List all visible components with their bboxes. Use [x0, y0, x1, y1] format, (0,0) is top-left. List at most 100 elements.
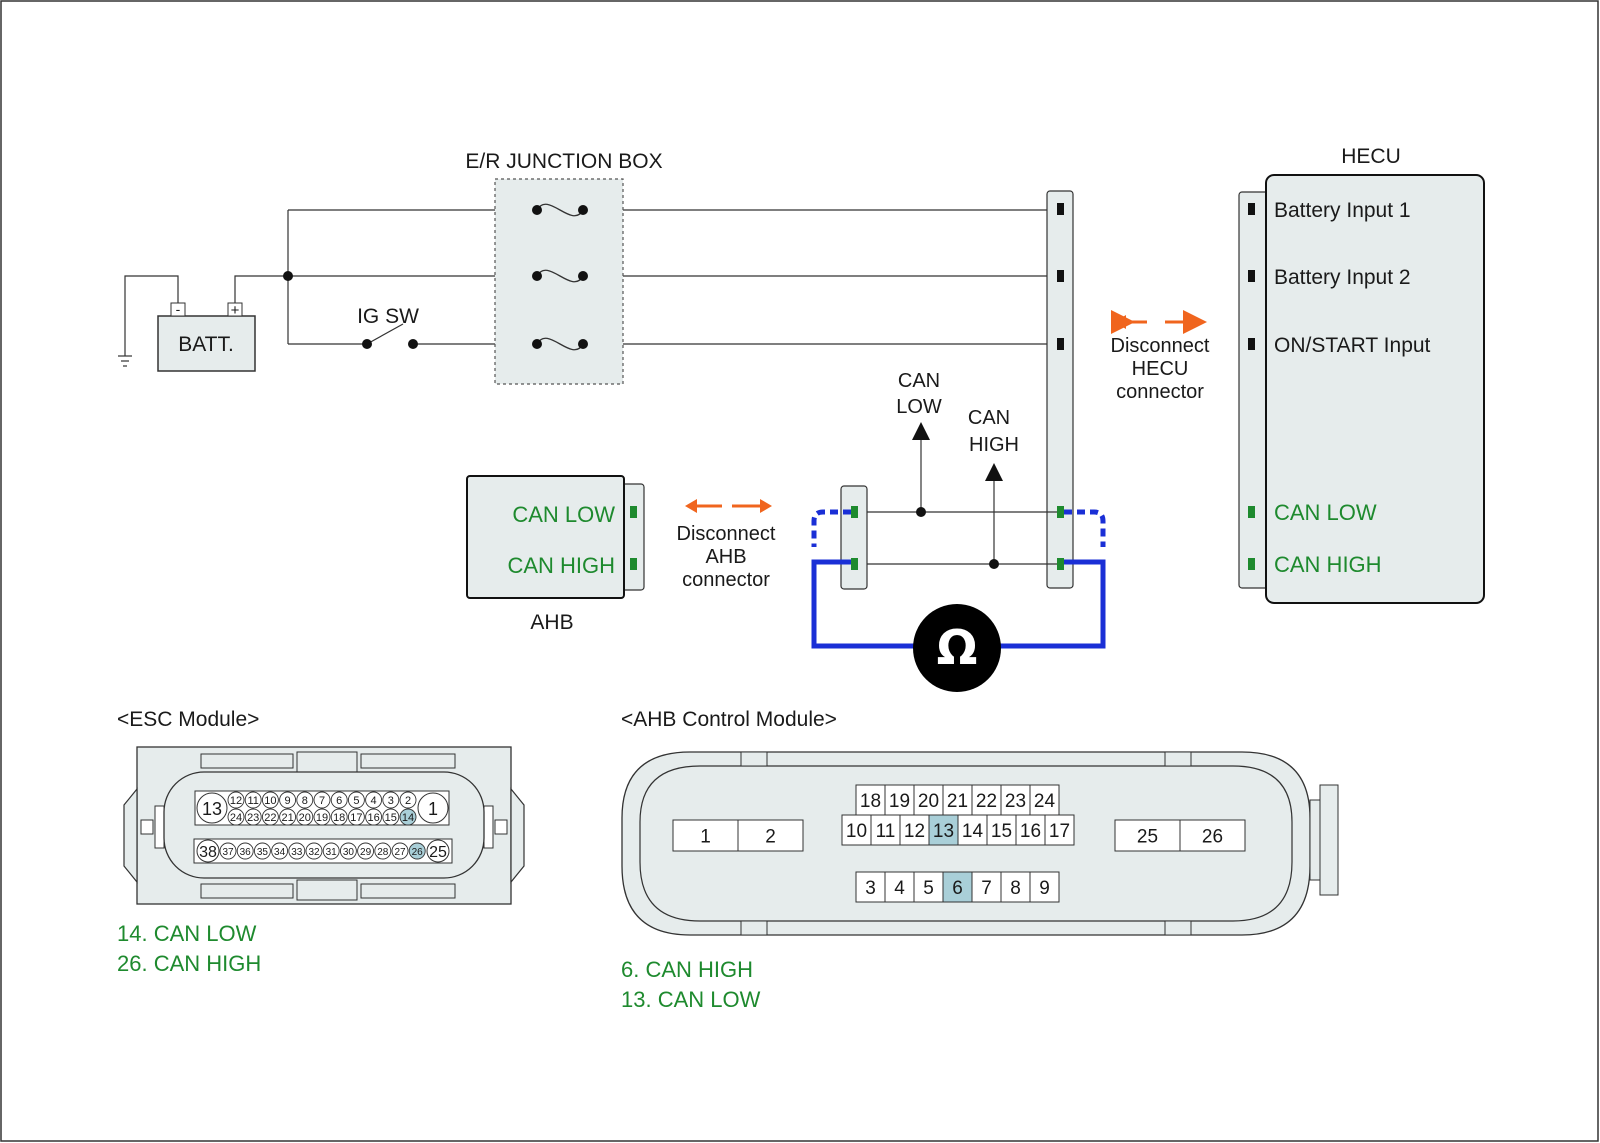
disconnect-hecu-label: connector [1116, 381, 1204, 403]
esc-pin [382, 808, 400, 826]
ahb-harness-pin-can-low [851, 506, 858, 518]
fuse-terminal [578, 205, 588, 215]
esc-pin-label: 2 [405, 795, 411, 807]
esc-pin-label: 35 [257, 847, 269, 858]
disconnect-ahb-label: connector [682, 569, 770, 591]
esc-pin [196, 839, 220, 863]
ahb-connector-header [621, 483, 645, 591]
esc-pin [296, 791, 314, 809]
esc-module-title: <ESC Module> [117, 708, 259, 731]
esc-pin-label: 17 [350, 812, 362, 824]
esc-pin [279, 791, 297, 809]
hecu-pin-battery-input-2: Battery Input 2 [1274, 266, 1411, 289]
fuse-terminal [578, 271, 588, 281]
esc-pin-label: 7 [319, 795, 325, 807]
esc-pin-label: 27 [394, 847, 406, 858]
esc-pin [382, 791, 400, 809]
esc-pin-label: 24 [230, 812, 242, 824]
esc-pin-label: 28 [377, 847, 389, 858]
fuse-terminal [532, 339, 542, 349]
esc-pin-label: 37 [222, 847, 234, 858]
ohmmeter-body [913, 604, 1001, 692]
ahb-control-pin-label: 25 [1137, 826, 1158, 847]
fuse-terminal [532, 271, 542, 281]
esc-pin [408, 842, 426, 860]
ahb-control-pin-label: 16 [1020, 821, 1041, 842]
junction-box: E/R JUNCTION BOX [465, 150, 663, 385]
ahb-control-pin [1044, 814, 1075, 846]
ahb-harness-pin-can-high [851, 558, 858, 570]
hecu-harness-pins [1057, 203, 1064, 570]
can-low-label: CAN [898, 370, 940, 392]
ahb-control-pin [942, 784, 973, 816]
esc-pin-label: 36 [240, 847, 252, 858]
ahb-control-pin [899, 814, 930, 846]
hecu-title: HECU [1341, 145, 1401, 168]
esc-pin-label: 11 [247, 795, 258, 807]
ahb-body [466, 475, 625, 599]
esc-pin-label: 8 [302, 795, 308, 807]
esc-pin-label: 34 [274, 847, 286, 858]
ahb-control-pin [971, 784, 1002, 816]
ahb-control-pin-label: 24 [1034, 791, 1056, 812]
esc-pin [330, 808, 348, 826]
esc-pin [271, 842, 289, 860]
esc-pin-label: 32 [308, 847, 320, 858]
esc-pin-label: 4 [371, 795, 377, 807]
esc-pin [399, 791, 417, 809]
ahb-control-pin [1114, 819, 1181, 852]
esc-pin [253, 842, 271, 860]
esc-pin [236, 842, 254, 860]
can-high-label: CAN [968, 407, 1010, 429]
ahb-control-pin-label: 17 [1049, 821, 1070, 842]
ahb-control-pin [1179, 819, 1246, 852]
esc-pin-label: 6 [336, 795, 342, 807]
disconnect-ahb-label: AHB [705, 546, 746, 568]
ahb-control-pin-label: 14 [962, 821, 984, 842]
esc-pin-label: 26 [412, 847, 424, 858]
arrow-head-right [1192, 315, 1204, 329]
esc-pin [357, 842, 375, 860]
fuse-terminal [578, 339, 588, 349]
battery-body [157, 315, 256, 372]
ahb-control-pin-label: 19 [889, 791, 910, 812]
arrow-head-right [760, 499, 772, 513]
ahb-control-pin-label: 4 [894, 878, 905, 899]
esc-pin-label: 16 [367, 812, 379, 824]
junction-box-outline [494, 178, 624, 385]
esc-pin [417, 792, 449, 824]
ahb-control-pin-label: 11 [876, 821, 896, 842]
esc-pin-label: 30 [343, 847, 355, 858]
can-low-label: LOW [896, 396, 942, 418]
ohm-symbol: Ω [937, 620, 978, 676]
esc-pin [374, 842, 392, 860]
ahb-control-module-title: <AHB Control Module> [621, 708, 837, 731]
arrow-head-left [1114, 315, 1126, 329]
battery-minus-sign: - [176, 301, 181, 317]
esc-pin-label: 18 [333, 812, 345, 824]
battery-label: BATT. [178, 333, 234, 356]
esc-pin-label: 22 [264, 812, 276, 824]
hecu-harness-connector [1046, 190, 1074, 589]
ahb-control-pin [971, 871, 1002, 903]
battery-plus-sign: + [231, 302, 240, 319]
ig-switch-contact [362, 339, 372, 349]
hecu-pin-battery-input-1: Battery Input 1 [1274, 199, 1411, 222]
esc-pin-label: 14 [402, 812, 414, 824]
ahb-control-note-can-high: 6. CAN HIGH [621, 957, 753, 982]
ahb-control-pin-label: 10 [846, 821, 867, 842]
esc-pin [219, 842, 237, 860]
ahb-module: CAN LOW CAN HIGH AHB [466, 475, 645, 634]
esc-pin-label: 20 [299, 812, 311, 824]
esc-pin-label: 19 [316, 812, 328, 824]
disconnect-ahb-label: Disconnect [677, 523, 776, 545]
esc-pin [399, 808, 417, 826]
esc-pin [365, 791, 383, 809]
esc-pin [196, 792, 228, 824]
ahb-control-pin-label: 9 [1039, 878, 1050, 899]
